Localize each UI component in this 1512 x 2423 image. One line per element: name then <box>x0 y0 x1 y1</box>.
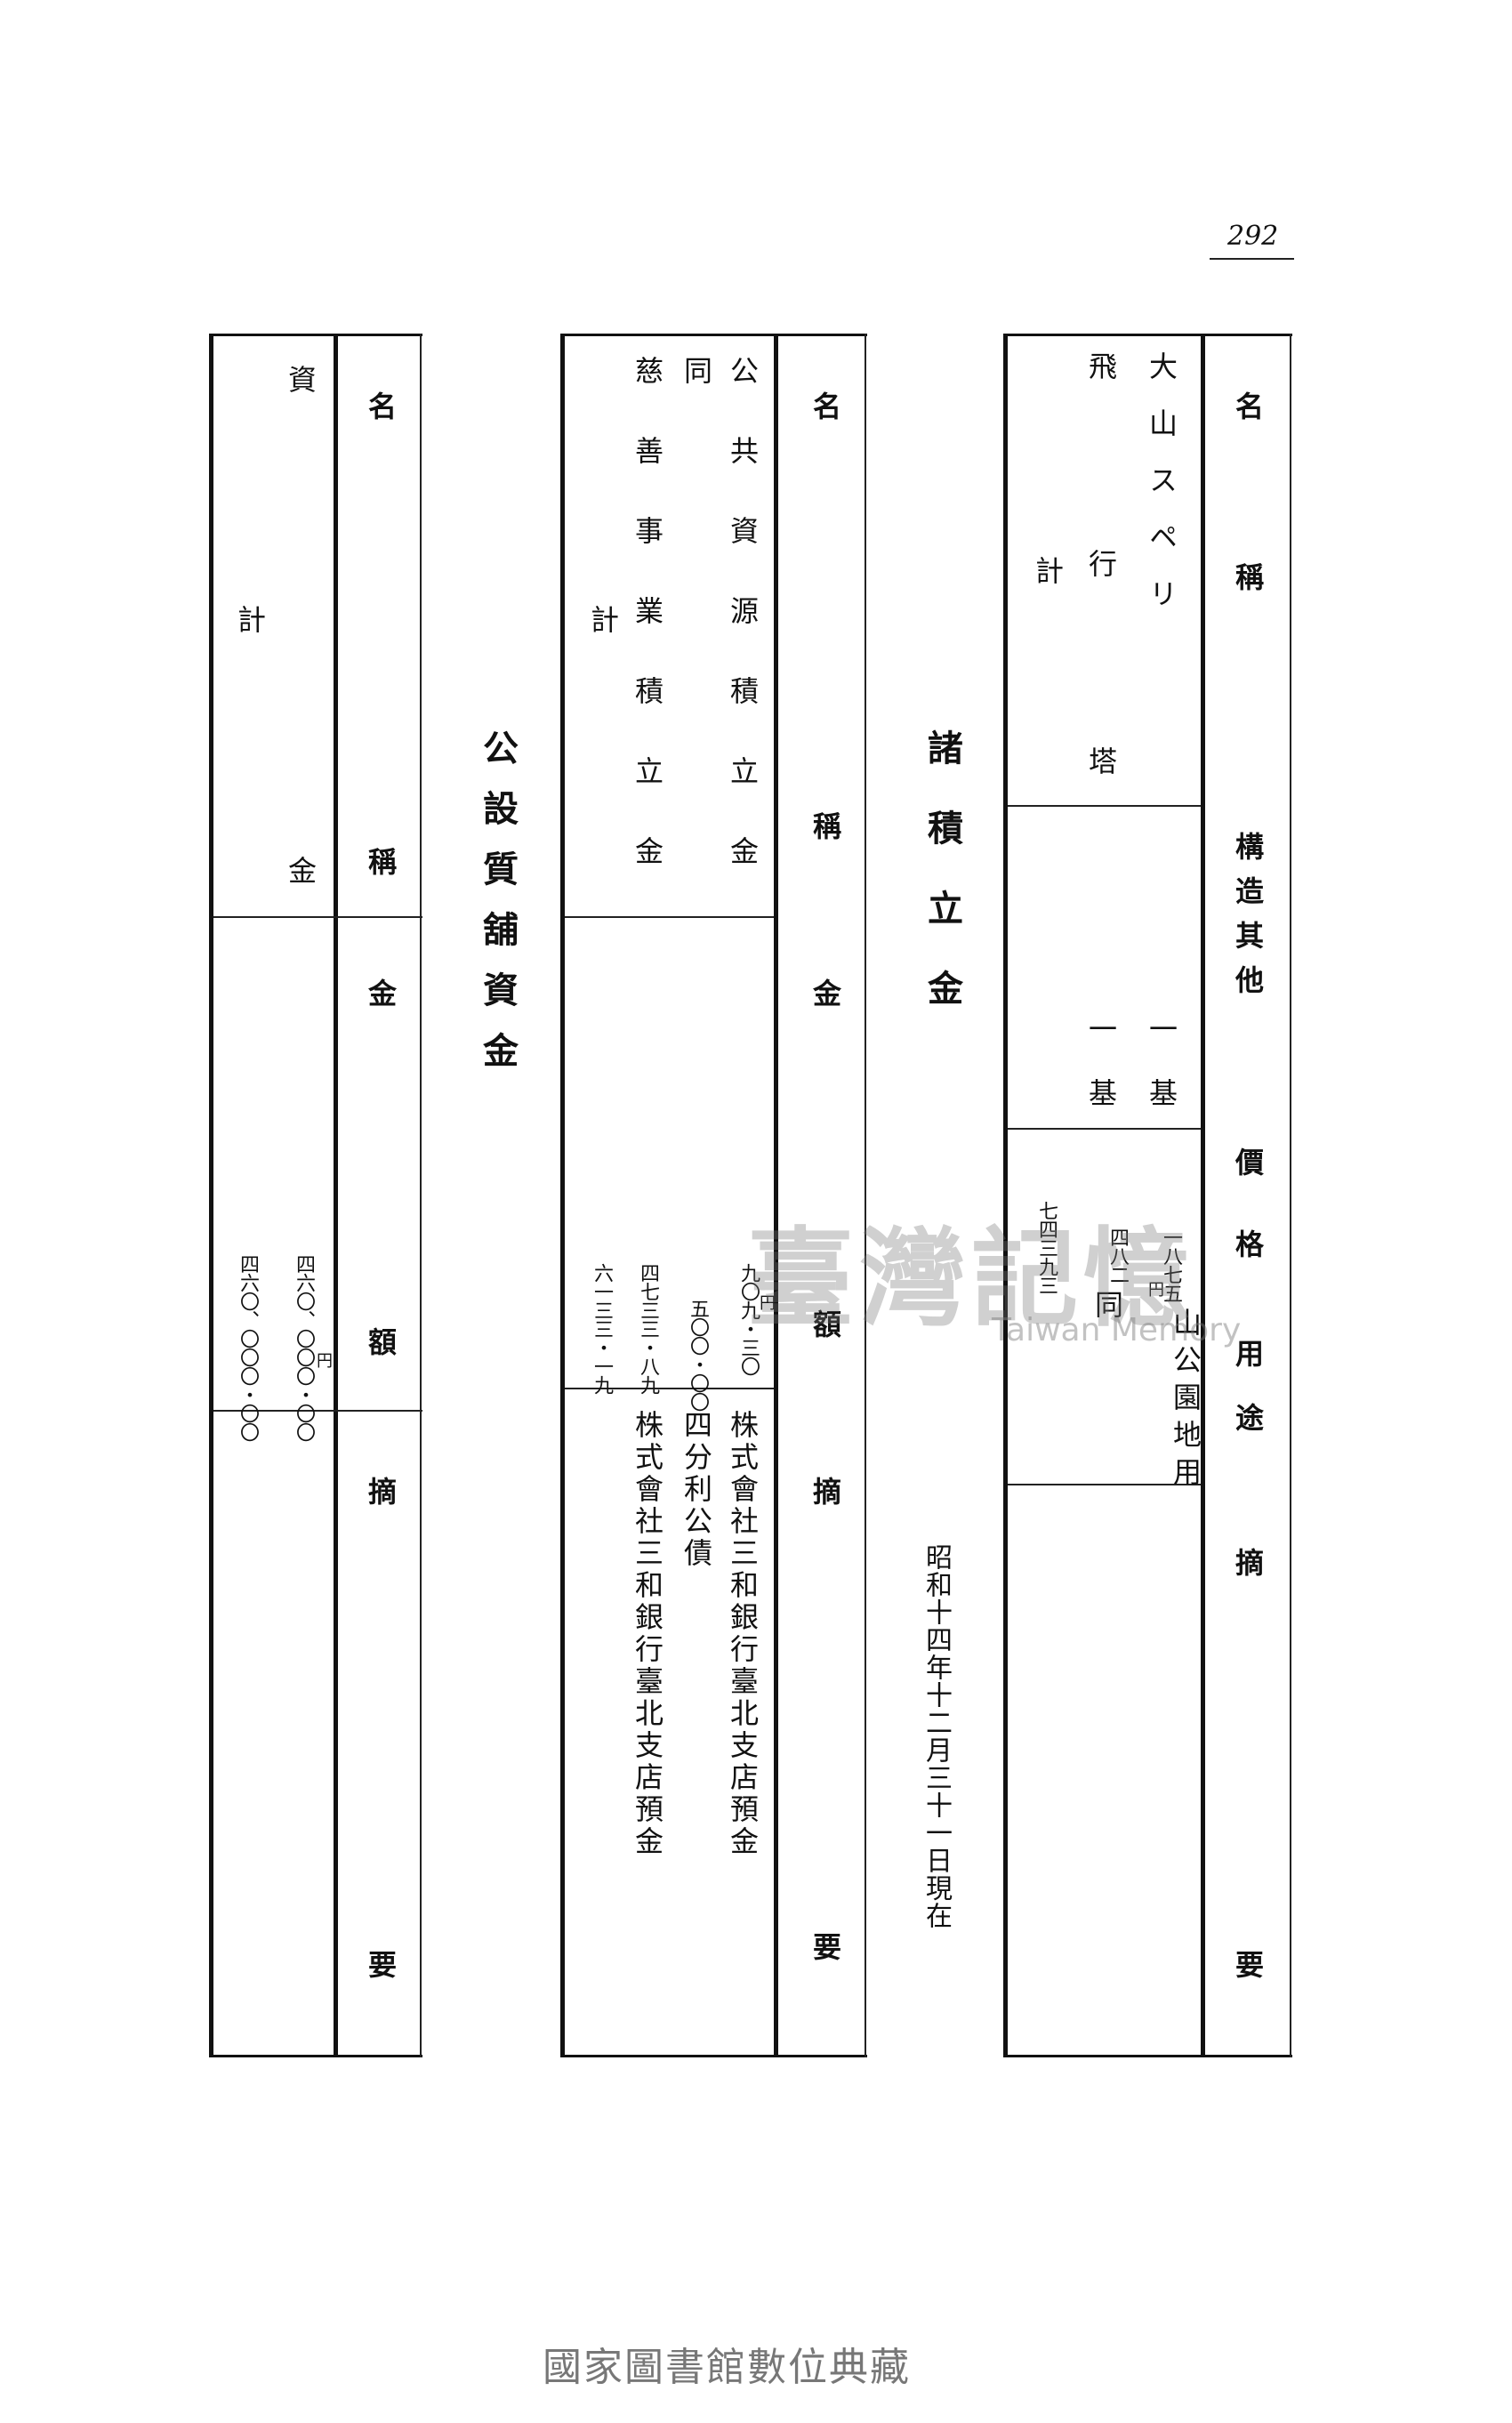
row1-amount: 九〇九・三〇 <box>737 1263 760 1375</box>
header-remarks: 摘要 <box>364 1477 398 2423</box>
header-structure: 構造其他 <box>1231 832 1265 1010</box>
row1-name: 資金 <box>284 365 318 1347</box>
row3-amount: 四七三三・八九 <box>637 1263 659 1394</box>
header-remarks: 摘要 <box>808 1477 842 2387</box>
date-note: 昭和十四年十二月三十一日現在 <box>921 1543 952 1929</box>
price-unit: 円 <box>1146 1281 1164 1296</box>
header-name: 名稱 <box>364 391 398 1302</box>
row2-price: 四八二 <box>1106 1228 1129 1284</box>
total-label: 計 <box>233 605 267 633</box>
header-amount: 金額 <box>364 978 398 1676</box>
row1-remarks: 株式會社三和銀行臺北支店預金 <box>726 1410 760 1858</box>
row2-structure: 一基 <box>1084 1014 1118 1142</box>
row1-structure: 一基 <box>1145 1014 1178 1142</box>
row1-price: 一八七五 <box>1160 1228 1182 1302</box>
header-name: 名稱 <box>808 391 842 1231</box>
section-title-pawnshop: 公設質舖資金 <box>477 729 519 1092</box>
row2-name: 飛行塔 <box>1084 351 1118 944</box>
header-remarks: 摘要 <box>1231 1548 1265 2352</box>
row1-amount: 四六〇、〇〇〇・〇〇 <box>293 1254 315 1441</box>
watermark-logo: 臺灣記憶 <box>747 1216 1195 1341</box>
amount-unit: 円 <box>757 1294 776 1309</box>
row1-name: 公共資源積立金 <box>726 356 760 916</box>
total-price: 七四三九三 <box>1035 1201 1058 1294</box>
header-amount: 金額 <box>808 978 842 1640</box>
row1-name: 大山スペリ <box>1145 351 1178 636</box>
row3-name: 慈善事業積立金 <box>631 356 664 916</box>
header-price: 價格 <box>1231 1147 1265 1311</box>
header-usage: 用途 <box>1231 1339 1265 1467</box>
row2-remarks: 四分利公債 <box>680 1410 713 1570</box>
footer-collection-name: 國家圖書館數位典藏 <box>543 2345 911 2390</box>
total-amount: 六一三三・一九 <box>591 1263 613 1394</box>
section-title-reserves: 諸積立金 <box>921 729 963 1050</box>
total-label: 計 <box>586 605 620 633</box>
row2-name: 同 <box>680 356 713 384</box>
row2-amount: 五〇〇・〇〇 <box>687 1299 709 1411</box>
page-number: 292 <box>1227 221 1279 252</box>
total-amount: 四六〇、〇〇〇・〇〇 <box>237 1254 259 1441</box>
header-name: 名稱 <box>1231 391 1265 733</box>
page-number-underline <box>1210 258 1294 260</box>
watermark-text: Taiwan Memory <box>992 1312 1242 1348</box>
amount-unit: 円 <box>314 1352 333 1367</box>
total-label: 計 <box>1031 556 1065 584</box>
row3-remarks: 株式會社三和銀行臺北支店預金 <box>631 1410 664 1858</box>
row1-usage: 山公園地用 <box>1169 1308 1202 1494</box>
row2-usage: 同 <box>1090 1290 1124 1318</box>
